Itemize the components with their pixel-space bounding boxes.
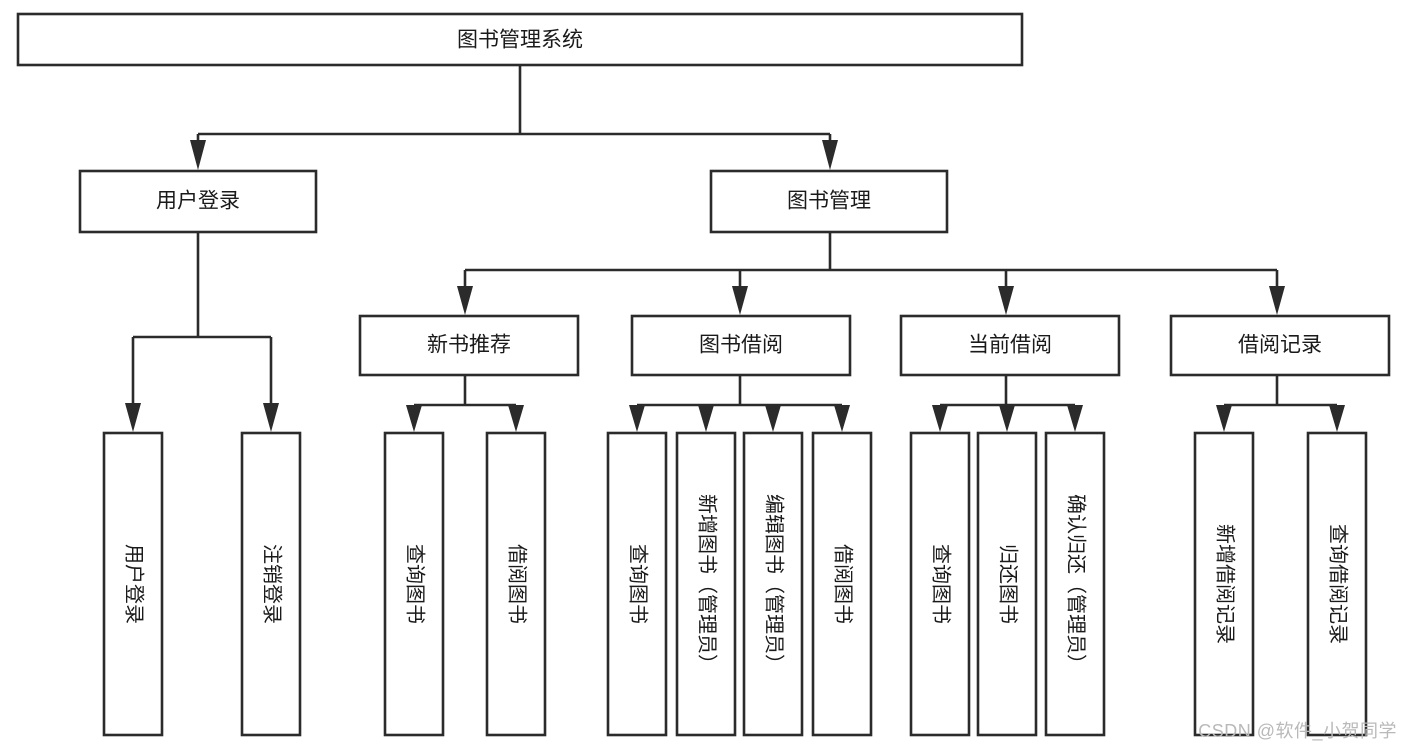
node-leaf-user-logout[interactable]: 注销登录 [240, 431, 302, 737]
node-leaf-query-book-1[interactable]: 查询图书 [383, 431, 445, 737]
node-leaf-borrow-book-2-box[interactable] [811, 431, 873, 737]
node-leaf-user-login-box[interactable] [102, 431, 164, 737]
node-current-borrow-box[interactable] [899, 314, 1121, 377]
node-leaf-user-login[interactable]: 用户登录 [102, 431, 164, 737]
node-leaf-query-book-3[interactable]: 查询图书 [909, 431, 971, 737]
node-leaf-borrow-book-2-label: 借阅图书 [832, 544, 855, 624]
node-user-login[interactable]: 用户登录 [78, 169, 318, 234]
arrow-head-leaf-query-book-3 [932, 405, 948, 432]
node-leaf-return-book[interactable]: 归还图书 [976, 431, 1038, 737]
arrow-head-user-login [190, 140, 206, 170]
node-leaf-user-logout-box[interactable] [240, 431, 302, 737]
node-new-book-recommend-label: 新书推荐 [427, 334, 511, 357]
node-root-box[interactable] [16, 12, 1024, 67]
arrow-head-leaf-query-book-2 [629, 405, 645, 432]
node-leaf-query-book-2[interactable]: 查询图书 [606, 431, 668, 737]
node-borrow-record-box[interactable] [1169, 314, 1391, 377]
arrow-head-book-manage [822, 140, 838, 170]
node-book-borrow-label: 图书借阅 [699, 334, 783, 357]
node-leaf-borrow-book-1[interactable]: 借阅图书 [485, 431, 547, 737]
arrow-head-leaf-edit-book [765, 405, 781, 432]
node-leaf-query-book-3-box[interactable] [909, 431, 971, 737]
node-leaf-user-logout-label: 注销登录 [261, 544, 284, 624]
node-leaf-add-record-box[interactable] [1193, 431, 1255, 737]
node-leaf-confirm-return-label: 确认归还（管理员） [1065, 494, 1088, 674]
arrow-head-leaf-query-book-1 [406, 405, 422, 432]
node-book-manage-label: 图书管理 [787, 190, 871, 213]
node-leaf-user-login-label: 用户登录 [123, 544, 146, 624]
node-leaf-query-record[interactable]: 查询借阅记录 [1306, 431, 1368, 737]
arrow-head-new-book-recommend [457, 286, 473, 315]
node-user-login-label: 用户登录 [156, 190, 240, 213]
node-leaf-query-record-box[interactable] [1306, 431, 1368, 737]
arrow-head-current-borrow [998, 286, 1014, 315]
node-leaf-query-book-2-box[interactable] [606, 431, 668, 737]
node-leaf-edit-book-label: 编辑图书（管理员） [763, 494, 786, 674]
arrow-head-leaf-return-book [999, 405, 1015, 432]
node-leaf-return-book-label: 归还图书 [997, 544, 1020, 624]
node-leaf-confirm-return-box[interactable] [1044, 431, 1106, 737]
node-leaf-query-book-1-label: 查询图书 [404, 544, 427, 624]
node-new-book-recommend-box[interactable] [358, 314, 580, 377]
node-root-label: 图书管理系统 [457, 29, 583, 52]
node-new-book-recommend[interactable]: 新书推荐 [358, 314, 580, 377]
node-leaf-query-record-label: 查询借阅记录 [1327, 524, 1350, 644]
node-leaf-borrow-book-2[interactable]: 借阅图书 [811, 431, 873, 737]
arrow-head-borrow-record [1269, 286, 1285, 315]
node-leaf-add-book-label: 新增图书（管理员） [696, 494, 719, 674]
node-leaf-add-record-label: 新增借阅记录 [1214, 524, 1237, 644]
node-borrow-record-label: 借阅记录 [1238, 334, 1322, 357]
node-current-borrow[interactable]: 当前借阅 [899, 314, 1121, 377]
node-borrow-record[interactable]: 借阅记录 [1169, 314, 1391, 377]
node-book-manage[interactable]: 图书管理 [709, 169, 949, 234]
arrow-head-leaf-add-book [698, 405, 714, 432]
arrow-head-leaf-confirm-return [1067, 405, 1083, 432]
arrow-head-leaf-borrow-book-2 [834, 405, 850, 432]
node-leaf-add-book[interactable]: 新增图书（管理员） [675, 431, 737, 737]
arrow-head-leaf-user-login [125, 403, 141, 432]
node-leaf-add-record[interactable]: 新增借阅记录 [1193, 431, 1255, 737]
arrow-head-leaf-borrow-book-1 [508, 405, 524, 432]
node-leaf-edit-book[interactable]: 编辑图书（管理员） [742, 431, 804, 737]
csdn-watermark: CSDN @软件_小贺同学 [1198, 721, 1397, 741]
connector-layer [125, 65, 1345, 432]
node-leaf-confirm-return[interactable]: 确认归还（管理员） [1044, 431, 1106, 737]
node-book-borrow-box[interactable] [630, 314, 852, 377]
arrow-head-leaf-add-record [1216, 405, 1232, 432]
node-root[interactable]: 图书管理系统 [16, 12, 1024, 67]
node-leaf-borrow-book-1-label: 借阅图书 [506, 544, 529, 624]
node-leaf-edit-book-box[interactable] [742, 431, 804, 737]
node-current-borrow-label: 当前借阅 [968, 334, 1052, 357]
arrow-head-leaf-user-logout [263, 403, 279, 432]
arrow-head-leaf-query-record [1329, 405, 1345, 432]
node-leaf-borrow-book-1-box[interactable] [485, 431, 547, 737]
node-book-borrow[interactable]: 图书借阅 [630, 314, 852, 377]
node-leaf-query-book-3-label: 查询图书 [930, 544, 953, 624]
node-user-login-box[interactable] [78, 169, 318, 234]
node-leaf-query-book-2-label: 查询图书 [627, 544, 650, 624]
node-book-manage-box[interactable] [709, 169, 949, 234]
node-leaf-return-book-box[interactable] [976, 431, 1038, 737]
node-leaf-add-book-box[interactable] [675, 431, 737, 737]
arrow-head-book-borrow [732, 286, 748, 315]
node-leaf-query-book-1-box[interactable] [383, 431, 445, 737]
